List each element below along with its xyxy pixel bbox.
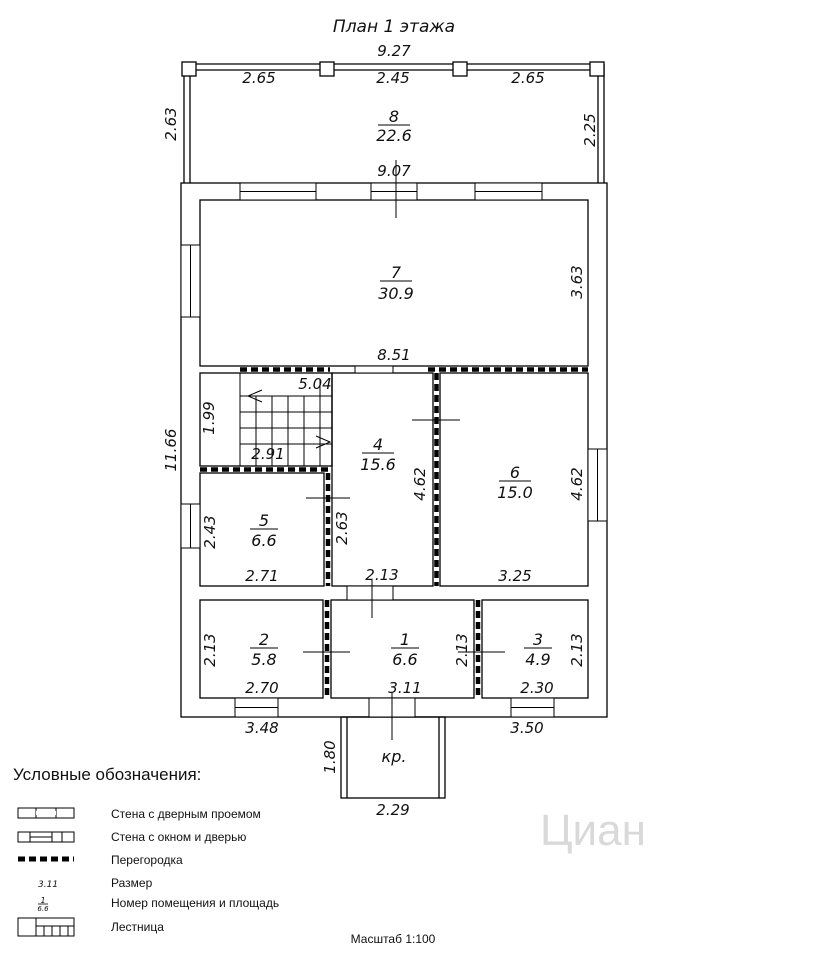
dim-bottom-left: 3.48 [245, 719, 278, 737]
dim-stair-bottom: 2.91 [251, 445, 284, 463]
dim-room7-height: 3.63 [568, 265, 586, 298]
svg-text:7: 7 [391, 263, 402, 282]
legend-label-staircase: Лестница [111, 920, 164, 934]
room-7-outline [199, 199, 589, 367]
stair-arrow-down-icon [315, 435, 332, 449]
dim-terrace-height-left: 2.63 [162, 107, 180, 140]
svg-text:15.0: 15.0 [497, 483, 533, 502]
window-left-room5 [180, 503, 201, 549]
legend-sample-dimension: 3.11 [38, 880, 58, 890]
dim-room5-height: 2.43 [201, 515, 219, 548]
svg-text:4: 4 [373, 435, 383, 454]
window-top-3 [474, 182, 543, 201]
doorway-hall-room1 [346, 585, 394, 601]
window-top-2 [370, 182, 418, 201]
dim-top-total: 9.27 [377, 42, 411, 60]
dim-porch-width: 2.29 [376, 801, 409, 819]
dim-room2-height: 2.13 [201, 633, 219, 666]
staircase [239, 373, 332, 466]
svg-text:3: 3 [533, 630, 543, 649]
dim-terrace-bottom: 9.07 [377, 162, 411, 180]
dim-room3-width: 2.30 [520, 679, 553, 697]
window-right-room6 [587, 448, 608, 522]
plan-title: План 1 этажа [333, 17, 455, 37]
dim-room5-width: 2.71 [245, 567, 278, 585]
partitions [200, 367, 588, 698]
room-label-3: 3 4.9 [524, 630, 552, 669]
legend-sample-room-number-icon: 1 6.6 [37, 896, 49, 913]
legend-title: Условные обозначения: [13, 765, 201, 784]
svg-text:1: 1 [40, 896, 45, 905]
dim-terrace-left: 2.65 [242, 69, 275, 87]
svg-text:6.6: 6.6 [251, 531, 276, 550]
legend-sample-staircase-icon [17, 917, 75, 937]
scale-label: Масштаб 1:100 [351, 932, 436, 946]
svg-text:6.6: 6.6 [392, 650, 417, 669]
legend-label-window-wall: Стена с окном и дверью [111, 830, 246, 844]
window-top-1 [239, 182, 317, 201]
legend-sample-door-wall-icon [17, 807, 75, 819]
dimension-labels: 2.65 2.45 2.65 2.63 2.25 9.07 3.63 8.51 … [162, 69, 599, 819]
svg-text:6.6: 6.6 [37, 905, 49, 913]
svg-text:2: 2 [259, 630, 269, 649]
window-bottom-room3 [510, 697, 555, 718]
terrace-columns [181, 61, 605, 77]
svg-text:4.9: 4.9 [525, 650, 550, 669]
dim-room1-width: 3.11 [388, 679, 421, 697]
doorway-room7-hall [354, 365, 394, 374]
room-label-5: 5 6.6 [250, 511, 278, 550]
svg-text:8: 8 [389, 107, 399, 126]
svg-text:30.9: 30.9 [378, 284, 414, 303]
dim-terrace-height-right: 2.25 [581, 113, 599, 146]
dim-total-height: 11.66 [162, 429, 180, 472]
dim-terrace-right: 2.65 [511, 69, 544, 87]
room-label-1: 1 6.6 [391, 630, 419, 669]
window-left-room7 [180, 244, 201, 318]
svg-text:1: 1 [400, 630, 410, 649]
dim-bottom-right: 3.50 [510, 719, 543, 737]
dim-room6-height: 4.62 [568, 467, 586, 500]
room-label-8: 8 22.6 [376, 107, 412, 145]
legend-label-dimension: Размер [111, 876, 153, 890]
room-label-6: 6 15.0 [497, 463, 533, 502]
legend-label-room-number: Номер помещения и площадь [111, 896, 279, 910]
dim-stair-height: 1.99 [200, 401, 218, 434]
watermark: Циан [540, 806, 646, 855]
stair-arrow-up-icon [246, 389, 263, 403]
svg-text:5: 5 [259, 511, 269, 530]
dim-room4-height: 4.62 [411, 467, 429, 500]
svg-text:15.6: 15.6 [360, 455, 396, 474]
dim-stair-width: 5.04 [298, 375, 331, 393]
dim-terrace-mid: 2.45 [376, 69, 409, 87]
door-marks [303, 160, 505, 740]
room-labels: 8 22.6 7 30.9 4 15.6 6 15.0 5 6.6 2 5.8 [250, 107, 552, 766]
window-bottom-room2 [234, 697, 279, 718]
room-label-7: 7 30.9 [378, 263, 414, 303]
porch-label: кр. [382, 747, 407, 766]
legend-sample-window-wall-icon [17, 831, 75, 843]
dim-room3-height: 2.13 [568, 633, 586, 666]
dim-room1-height: 2.13 [453, 633, 471, 666]
dim-room7-width: 8.51 [377, 346, 410, 364]
room-label-2: 2 5.8 [250, 630, 278, 669]
svg-text:5.8: 5.8 [251, 650, 276, 669]
legend-label-door-wall: Стена с дверным проемом [111, 807, 261, 821]
dim-room2-width: 2.70 [245, 679, 278, 697]
svg-text:22.6: 22.6 [376, 126, 412, 145]
dim-room4-width: 2.13 [365, 566, 398, 584]
windows [180, 182, 608, 718]
svg-text:6: 6 [510, 463, 520, 482]
dim-room6-width: 3.25 [498, 567, 531, 585]
dim-porch-height: 1.80 [321, 740, 339, 773]
room-label-4: 4 15.6 [360, 435, 396, 474]
legend: Условные обозначения: Стена с дверным пр… [13, 765, 279, 937]
legend-label-partition: Перегородка [111, 853, 183, 867]
dim-room5-right: 2.63 [333, 511, 351, 544]
